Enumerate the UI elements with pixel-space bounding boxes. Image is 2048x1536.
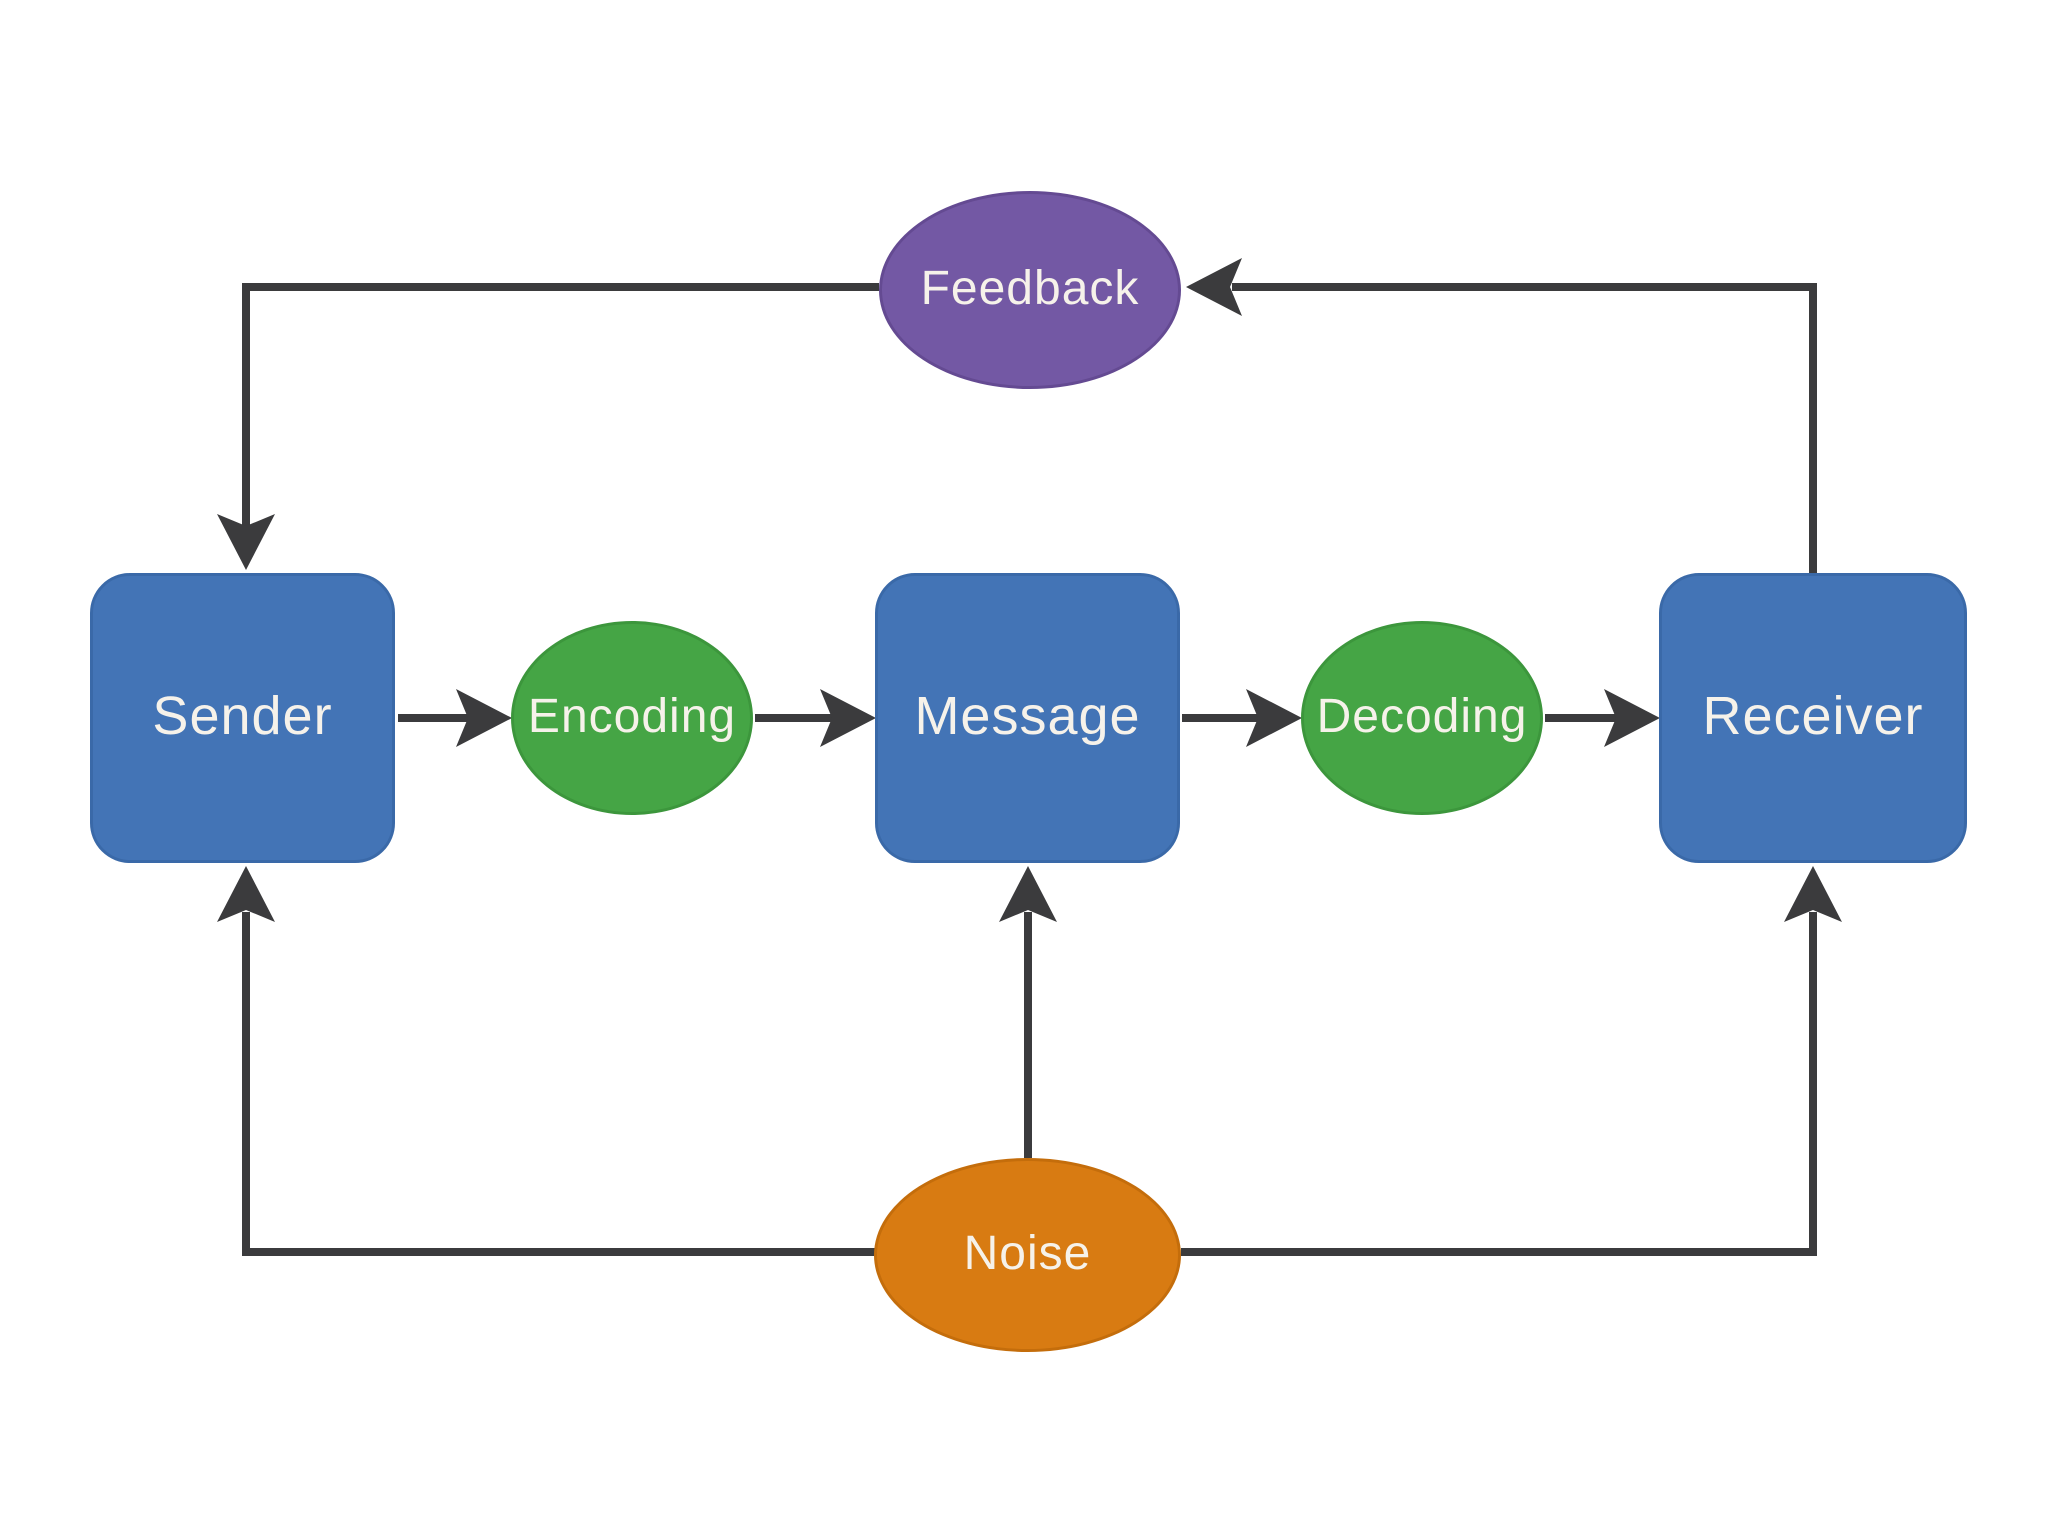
edge-noise-receiver (1181, 866, 1842, 1256)
node-decoding: Decoding (1301, 621, 1543, 815)
edge-encoding-message (755, 689, 876, 747)
edge-noise-sender (217, 866, 875, 1256)
edge-message-decoding (1182, 689, 1302, 747)
edge-sender-encoding (398, 689, 512, 747)
node-encoding: Encoding (511, 621, 753, 815)
node-noise: Noise (874, 1158, 1181, 1352)
node-feedback-label: Feedback (920, 261, 1140, 315)
node-message-label: Message (914, 686, 1141, 746)
node-receiver: Receiver (1659, 573, 1967, 863)
node-receiver-label: Receiver (1702, 686, 1924, 746)
node-encoding-label: Encoding (527, 689, 737, 743)
edge-decoding-receiver (1545, 689, 1660, 747)
edge-receiver-feedback (1186, 258, 1817, 573)
node-sender-label: Sender (152, 686, 333, 746)
edge-feedback-sender (217, 283, 879, 570)
node-message: Message (875, 573, 1180, 863)
node-decoding-label: Decoding (1316, 689, 1528, 743)
edge-noise-message (999, 866, 1057, 1158)
node-sender: Sender (90, 573, 395, 863)
node-noise-label: Noise (963, 1226, 1092, 1280)
node-feedback: Feedback (879, 191, 1181, 389)
